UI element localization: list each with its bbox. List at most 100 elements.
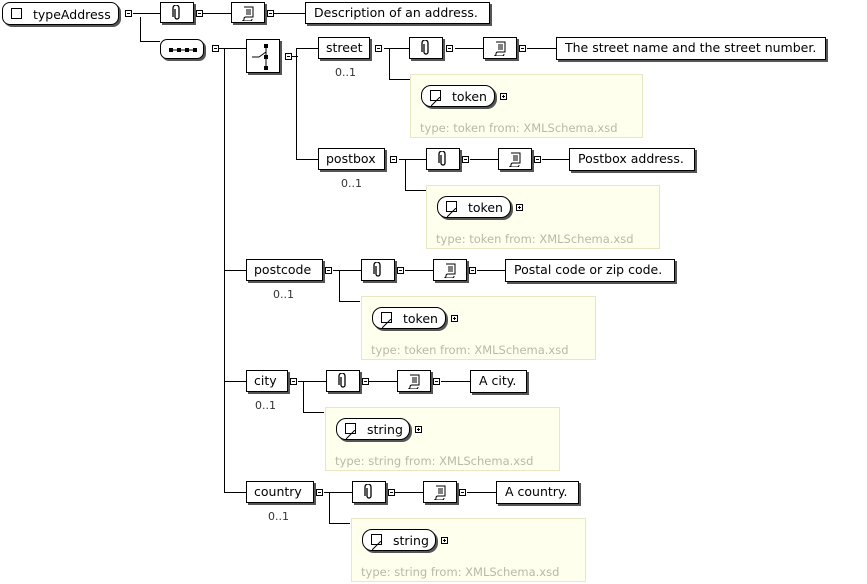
paperclip-icon: [373, 262, 381, 277]
scroll-icon: [407, 374, 420, 389]
element-collapse-toggle[interactable]: [375, 45, 382, 52]
root-type-name: typeAddress: [33, 7, 111, 22]
element-collapse-toggle[interactable]: [316, 489, 323, 496]
documentation-toggle[interactable]: [469, 267, 476, 274]
element-documentation-node[interactable]: [423, 481, 457, 503]
type-name: token: [468, 200, 503, 215]
type-source: type: string from: XMLSchema.xsd: [335, 454, 534, 468]
root-documentation-toggle[interactable]: [267, 10, 274, 17]
expand-toggle[interactable]: [441, 537, 448, 544]
simple-type[interactable]: token: [372, 307, 446, 329]
root-annotation[interactable]: [160, 2, 194, 23]
element-annotation[interactable]: [326, 370, 360, 392]
element-occurrence: 0..1: [268, 510, 289, 523]
element-name: street: [326, 39, 363, 55]
element-documentation-node[interactable]: [498, 148, 532, 170]
annotation-toggle[interactable]: [462, 156, 469, 163]
element-documentation: Postal code or zip code.: [505, 259, 675, 282]
element-name: city: [254, 372, 277, 388]
root-complex-type[interactable]: typeAddress: [2, 2, 119, 25]
element-documentation: Postbox address.: [569, 148, 695, 171]
element-annotation[interactable]: [361, 259, 395, 281]
type-panel: token type: token from: XMLSchema.xsd: [426, 185, 660, 249]
type-name: token: [403, 311, 438, 326]
root-annotation-toggle[interactable]: [196, 10, 203, 17]
type-panel: string type: string from: XMLSchema.xsd: [351, 518, 586, 582]
sequence-collapse-toggle[interactable]: [212, 45, 219, 52]
paperclip-icon: [438, 151, 446, 166]
simple-type-icon: [381, 312, 392, 329]
choice-collapse-toggle[interactable]: [285, 53, 292, 60]
type-panel: string type: string from: XMLSchema.xsd: [325, 407, 560, 471]
documentation-toggle[interactable]: [519, 45, 526, 52]
paperclip-icon: [338, 373, 346, 388]
scroll-icon: [493, 41, 506, 56]
complex-type-icon: [11, 8, 22, 19]
element-annotation[interactable]: [352, 481, 386, 503]
simple-type-icon: [430, 90, 441, 107]
root-documentation-node[interactable]: [231, 2, 265, 23]
simple-type[interactable]: string: [336, 418, 410, 440]
paperclip-icon: [364, 484, 372, 499]
expand-toggle[interactable]: [415, 426, 422, 433]
choice-compositor[interactable]: [246, 39, 280, 73]
element-annotation[interactable]: [409, 37, 443, 59]
scroll-icon: [443, 263, 456, 278]
element-postcode[interactable]: postcode: [246, 259, 323, 281]
element-documentation: A city.: [470, 370, 527, 393]
simple-type-icon: [446, 201, 457, 218]
documentation-toggle[interactable]: [433, 378, 440, 385]
type-panel: token type: token from: XMLSchema.xsd: [361, 296, 596, 360]
element-name: country: [254, 483, 302, 499]
root-collapse-toggle[interactable]: [125, 10, 132, 17]
element-street[interactable]: street: [318, 37, 370, 59]
paperclip-icon: [421, 40, 429, 55]
element-collapse-toggle[interactable]: [290, 378, 297, 385]
documentation-toggle[interactable]: [459, 489, 466, 496]
element-occurrence: 0..1: [341, 177, 362, 190]
simple-type-icon: [371, 534, 382, 551]
element-documentation: A country.: [496, 481, 579, 504]
element-occurrence: 0..1: [273, 288, 294, 301]
type-source: type: token from: XMLSchema.xsd: [420, 121, 618, 135]
type-source: type: string from: XMLSchema.xsd: [361, 565, 560, 579]
simple-type[interactable]: string: [362, 529, 436, 551]
element-documentation-node[interactable]: [397, 370, 431, 392]
type-name: string: [393, 533, 429, 548]
paperclip-icon: [172, 4, 180, 20]
annotation-toggle[interactable]: [446, 45, 453, 52]
simple-type[interactable]: token: [437, 196, 511, 218]
element-collapse-toggle[interactable]: [325, 267, 332, 274]
type-source: type: token from: XMLSchema.xsd: [436, 232, 634, 246]
documentation-toggle[interactable]: [534, 156, 541, 163]
root-documentation: Description of an address.: [305, 2, 490, 24]
expand-toggle[interactable]: [451, 315, 458, 322]
annotation-toggle[interactable]: [362, 378, 369, 385]
element-documentation-node[interactable]: [433, 259, 467, 281]
scroll-icon: [241, 6, 254, 21]
element-name: postcode: [254, 261, 312, 277]
type-source: type: token from: XMLSchema.xsd: [371, 343, 569, 357]
simple-type-icon: [345, 423, 356, 440]
expand-toggle[interactable]: [500, 93, 507, 100]
element-postbox[interactable]: postbox: [318, 148, 385, 170]
element-name: postbox: [326, 150, 376, 166]
scroll-icon: [433, 485, 446, 500]
element-city[interactable]: city: [246, 370, 288, 392]
element-documentation-node[interactable]: [483, 37, 517, 59]
element-documentation: The street name and the street number.: [556, 37, 826, 60]
element-annotation[interactable]: [426, 148, 460, 170]
element-occurrence: 0..1: [335, 66, 356, 79]
element-country[interactable]: country: [246, 481, 314, 503]
simple-type[interactable]: token: [421, 85, 495, 107]
element-occurrence: 0..1: [255, 399, 276, 412]
element-collapse-toggle[interactable]: [390, 156, 397, 163]
type-name: token: [452, 89, 487, 104]
sequence-compositor[interactable]: [160, 39, 204, 59]
expand-toggle[interactable]: [516, 204, 523, 211]
type-panel: token type: token from: XMLSchema.xsd: [410, 74, 643, 138]
scroll-icon: [508, 152, 521, 167]
annotation-toggle[interactable]: [397, 267, 404, 274]
annotation-toggle[interactable]: [388, 489, 395, 496]
